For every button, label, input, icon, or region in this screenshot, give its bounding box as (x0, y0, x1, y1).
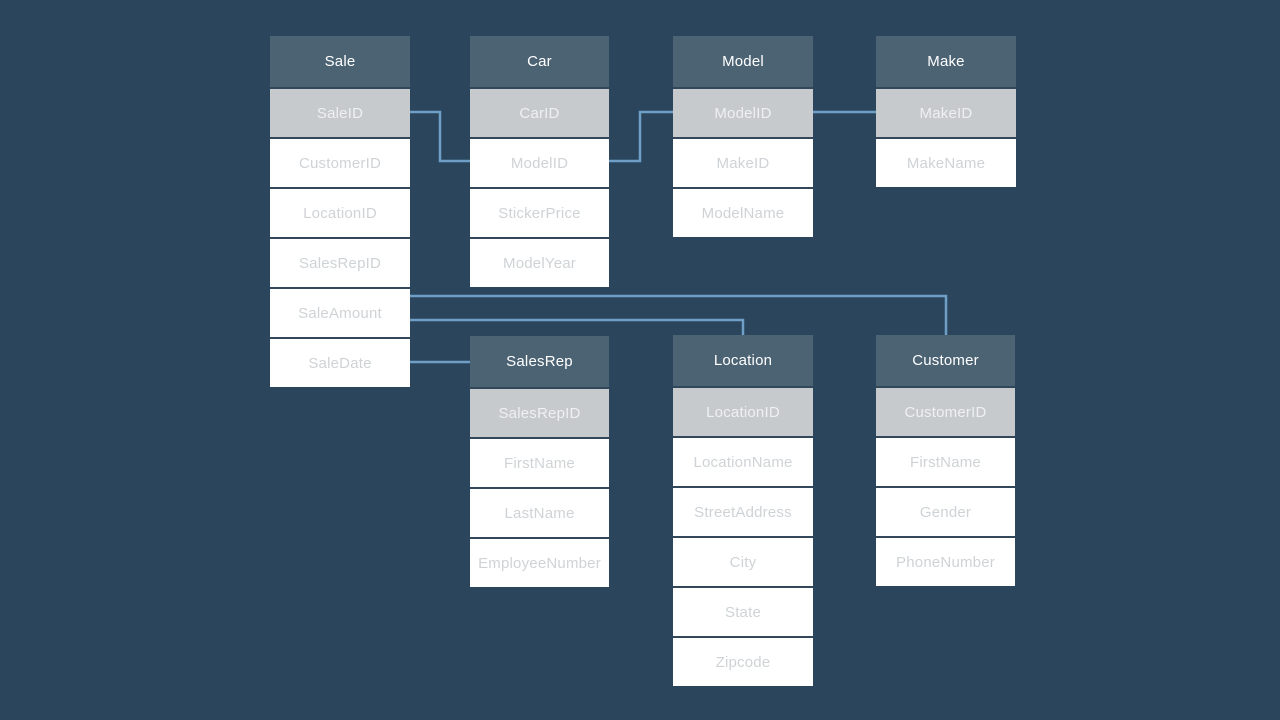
entity-field-customer-customerid[interactable]: CustomerID (876, 386, 1015, 436)
relationship-line-car-to-sale (404, 110, 471, 163)
relationship-line-model-to-car (609, 110, 674, 163)
entity-field-make-makeid[interactable]: MakeID (876, 87, 1016, 137)
entity-field-sale-salesrepid[interactable]: SalesRepID (270, 237, 410, 287)
entity-field-sale-saleid[interactable]: SaleID (270, 87, 410, 137)
entity-header-car[interactable]: Car (470, 36, 609, 87)
entity-field-customer-gender[interactable]: Gender (876, 486, 1015, 536)
entity-header-location[interactable]: Location (673, 335, 813, 386)
entity-field-location-zipcode[interactable]: Zipcode (673, 636, 813, 686)
entity-field-salesrep-lastname[interactable]: LastName (470, 487, 609, 537)
entity-field-salesrep-firstname[interactable]: FirstName (470, 437, 609, 487)
entity-field-salesrep-employeenumber[interactable]: EmployeeNumber (470, 537, 609, 587)
relationship-line-customer-to-sale (410, 294, 948, 336)
entity-field-sale-saleamount[interactable]: SaleAmount (270, 287, 410, 337)
entity-header-sale[interactable]: Sale (270, 36, 410, 87)
entity-field-make-makename[interactable]: MakeName (876, 137, 1016, 187)
entity-field-location-locationid[interactable]: LocationID (673, 386, 813, 436)
entity-field-sale-customerid[interactable]: CustomerID (270, 137, 410, 187)
entity-field-sale-locationid[interactable]: LocationID (270, 187, 410, 237)
entity-header-salesrep[interactable]: SalesRep (470, 336, 609, 387)
entity-field-car-stickerprice[interactable]: StickerPrice (470, 187, 609, 237)
entity-field-car-modelid[interactable]: ModelID (470, 137, 609, 187)
entity-field-location-locationname[interactable]: LocationName (673, 436, 813, 486)
relationship-line-location-to-sale (410, 318, 745, 336)
entity-field-salesrep-salesrepid[interactable]: SalesRepID (470, 387, 609, 437)
entity-header-model[interactable]: Model (673, 36, 813, 87)
entity-field-location-city[interactable]: City (673, 536, 813, 586)
entity-field-location-state[interactable]: State (673, 586, 813, 636)
entity-field-car-modelyear[interactable]: ModelYear (470, 237, 609, 287)
entity-field-location-streetaddress[interactable]: StreetAddress (673, 486, 813, 536)
entity-header-make[interactable]: Make (876, 36, 1016, 87)
entity-field-model-modelid[interactable]: ModelID (673, 87, 813, 137)
entity-field-customer-firstname[interactable]: FirstName (876, 436, 1015, 486)
entity-header-customer[interactable]: Customer (876, 335, 1015, 386)
entity-field-customer-phonenumber[interactable]: PhoneNumber (876, 536, 1015, 586)
entity-field-model-modelname[interactable]: ModelName (673, 187, 813, 237)
entity-field-car-carid[interactable]: CarID (470, 87, 609, 137)
entity-field-sale-saledate[interactable]: SaleDate (270, 337, 410, 387)
entity-field-model-makeid[interactable]: MakeID (673, 137, 813, 187)
